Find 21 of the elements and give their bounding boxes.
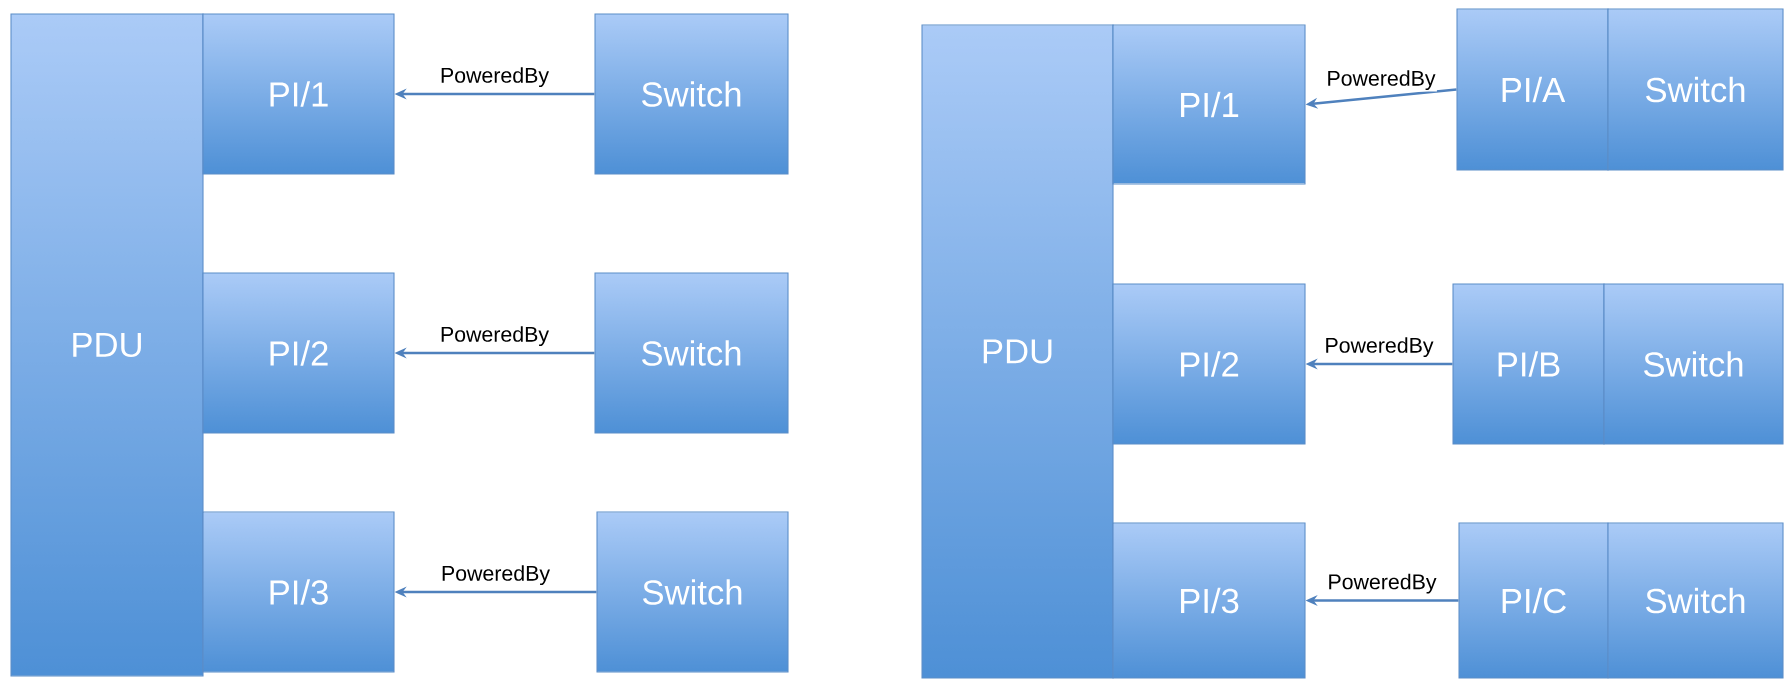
port-box: Switch (1603, 283, 1784, 445)
port-box: PI/2 (1112, 283, 1306, 445)
port-box: PI/B (1452, 283, 1605, 445)
port-box: PI/3 (202, 511, 395, 673)
edge-label: PoweredBy (438, 324, 551, 348)
port-box: PI/2 (202, 272, 395, 434)
port-box: PI/1 (202, 13, 395, 175)
port-box: Switch (1607, 8, 1784, 171)
edge-label: PoweredBy (1326, 572, 1438, 595)
port-box: PI/C (1458, 522, 1609, 679)
port-box: Switch (594, 13, 789, 175)
port-box: Switch (1607, 522, 1784, 679)
port-box: Switch (596, 511, 789, 673)
edge-label: PoweredBy (439, 563, 552, 587)
edge-label: PoweredBy (438, 65, 551, 89)
port-box: PI/A (1456, 8, 1609, 171)
edge-label: PoweredBy (1325, 68, 1437, 92)
port-box: PI/1 (1112, 24, 1306, 185)
port-box: PI/3 (1112, 522, 1306, 679)
edge-label: PoweredBy (1323, 335, 1435, 359)
port-box: Switch (594, 272, 789, 434)
